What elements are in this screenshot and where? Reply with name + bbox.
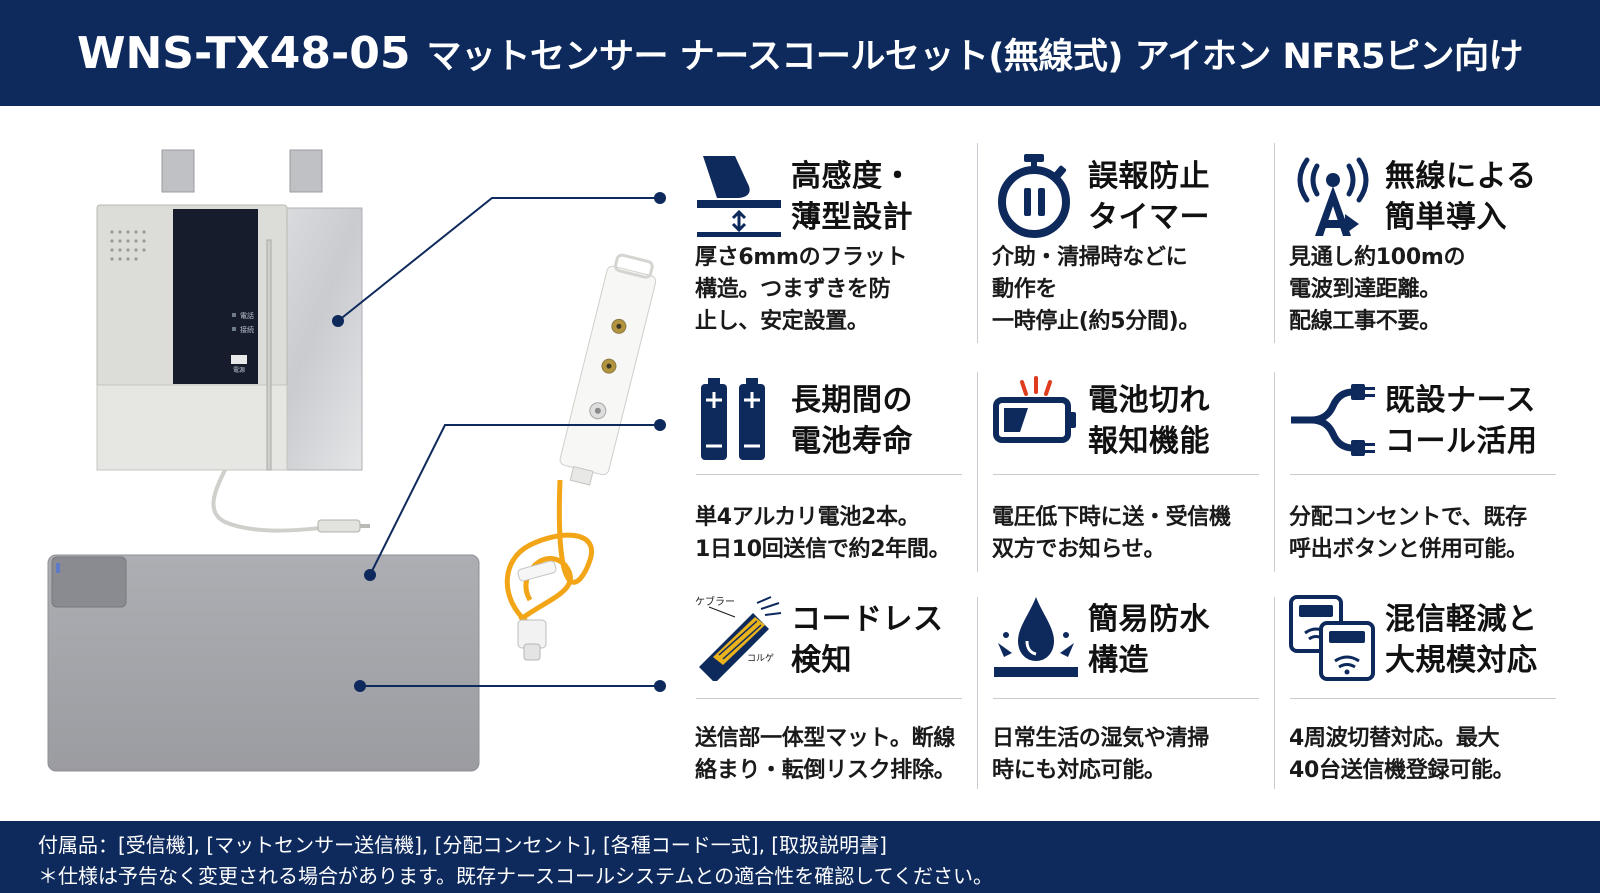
- column-divider: [1274, 143, 1275, 343]
- row-divider: [1290, 474, 1556, 475]
- feature-desc: 厚さ6mmのフラット 構造。つまずきを防 止し、安定設置。: [695, 245, 908, 334]
- feature-desc: 見通し約100mの 電波到達距離。 配線工事不要。: [1289, 245, 1466, 334]
- row-divider: [696, 474, 962, 475]
- column-divider: [1274, 597, 1275, 789]
- led-label-link: 接続: [240, 325, 254, 334]
- kevlar-label: ケブラー: [695, 595, 735, 608]
- feature-desc: 4周波切替対応。最大 40台送信機登録可能。: [1289, 726, 1515, 783]
- feature-title: 無線による 簡単導入: [1385, 159, 1537, 235]
- power-button: [231, 355, 247, 364]
- battery-pair-icon: [701, 378, 765, 460]
- feature-desc: 電圧低下時に送・受信機 双方でお知らせ。: [992, 505, 1231, 562]
- speaker-grille: [110, 230, 146, 261]
- feature-title: 既設ナース コール活用: [1385, 383, 1538, 459]
- receiver-unit: 電話 接続 電源: [96, 149, 370, 533]
- low-battery-icon: [993, 376, 1076, 443]
- feature-title: 高感度・ 薄型設計: [791, 159, 913, 235]
- power-button-label: 電源: [233, 366, 245, 374]
- feature-title: 電池切れ 報知機能: [1088, 383, 1210, 459]
- feature-title: 誤報防止 タイマー: [1088, 159, 1210, 235]
- antenna-signal-icon: [1297, 157, 1369, 236]
- callout-dots: [332, 192, 666, 692]
- header-banner: WNS-TX48-05 マットセンサー ナースコールセット(無線式) アイホン N…: [0, 0, 1600, 106]
- model-number: WNS-TX48-05: [76, 27, 411, 79]
- distribution-outlet: [504, 253, 657, 661]
- feature-title: コードレス 検知: [791, 602, 944, 678]
- accessories-list: 付属品：[受信機], [マットセンサー送信機], [分配コンセント], [各種コ…: [38, 833, 887, 857]
- feature-title: 混信軽減と 大規模対応: [1385, 602, 1538, 678]
- feature-title: 長期間の 電池寿命: [791, 383, 913, 459]
- footer-banner: 付属品：[受信機], [マットセンサー送信機], [分配コンセント], [各種コ…: [0, 821, 1600, 893]
- feature-desc: 介助・清掃時などに 動作を 一時停止(約5分間)。: [992, 245, 1201, 334]
- row-divider: [993, 474, 1259, 475]
- row-divider: [1290, 698, 1556, 699]
- multi-device-icon: [1289, 595, 1375, 681]
- row-divider: [696, 698, 962, 699]
- feature-desc: 送信部一体型マット。断線 絡まり・転倒リスク排除。: [695, 726, 956, 783]
- column-divider: [977, 597, 978, 789]
- cordless-cable-icon: ケブラー コルゲ: [695, 595, 782, 681]
- corrugated-label: コルゲ: [747, 652, 774, 664]
- product-title: マットセンサー ナースコールセット(無線式) アイホン NFR5ピン向け: [426, 36, 1524, 77]
- stopwatch-pause-icon: [998, 154, 1070, 238]
- cable-split-icon: [1291, 384, 1375, 456]
- disclaimer-note: ＊仕様は予告なく変更される場合があります。既存ナースコールシステムとの適合性を確…: [38, 864, 993, 888]
- column-divider: [977, 372, 978, 572]
- led-label-power: 電話: [240, 311, 254, 320]
- water-drop-icon: [994, 597, 1078, 677]
- feature-desc: 日常生活の湿気や清掃 時にも対応可能。: [992, 726, 1210, 783]
- column-divider: [1274, 372, 1275, 572]
- row-divider: [993, 698, 1259, 699]
- column-divider: [977, 143, 978, 343]
- feature-desc: 分配コンセントで、既存 呼出ボタンと併用可能。: [1289, 505, 1528, 562]
- feature-desc: 単4アルカリ電池2本。 1日10回送信で約2年間。: [695, 505, 951, 562]
- mat-sensor: [47, 554, 480, 772]
- page-title: WNS-TX48-05 マットセンサー ナースコールセット(無線式) アイホン N…: [76, 27, 1524, 79]
- feature-title: 簡易防水 構造: [1088, 602, 1210, 678]
- product-illustration: 電話 接続 電源: [47, 149, 666, 772]
- thin-mat-icon: [697, 156, 781, 237]
- callout-lines: [337, 197, 660, 687]
